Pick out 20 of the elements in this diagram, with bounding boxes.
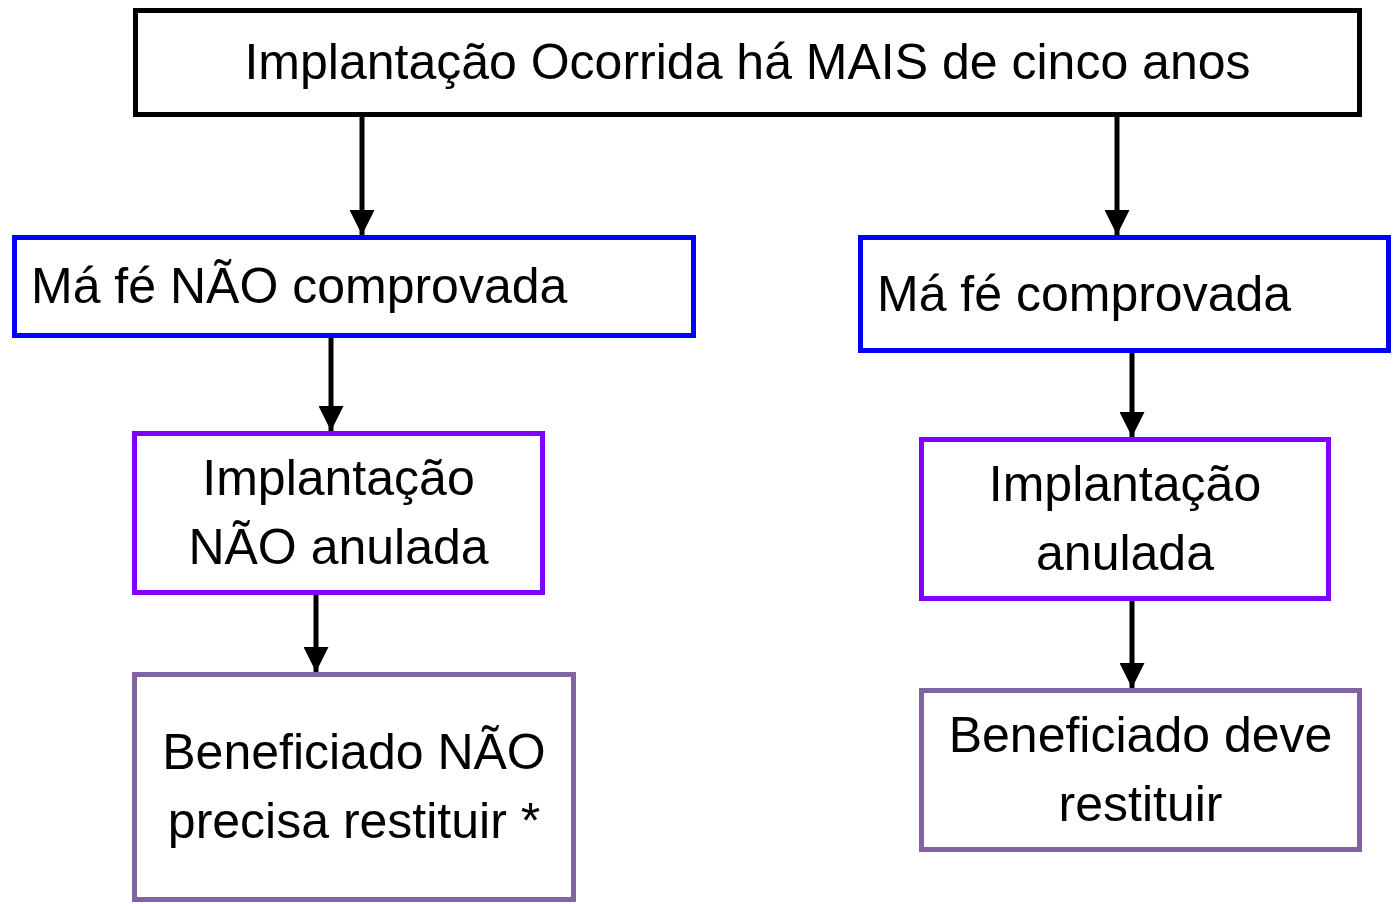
arrow xyxy=(349,117,375,235)
box-text: Má fé comprovada xyxy=(877,264,1292,324)
process-box xyxy=(132,672,576,902)
process-box xyxy=(858,235,1391,353)
arrow xyxy=(1119,353,1145,437)
box-text: Implantação anulada xyxy=(987,455,1263,583)
process-box xyxy=(132,431,545,595)
arrow xyxy=(318,338,344,431)
process-box xyxy=(133,8,1362,117)
box-text: Beneficiado deve restituir xyxy=(947,706,1334,834)
box-text: Beneficiado NÃO precisa restituir * xyxy=(161,723,547,851)
box-text: Implantação NÃO anulada xyxy=(187,449,490,577)
arrow xyxy=(1119,601,1145,688)
box-text: Má fé NÃO comprovada xyxy=(31,257,568,316)
process-box xyxy=(919,688,1362,852)
arrow xyxy=(303,595,329,672)
process-box xyxy=(12,235,696,338)
arrow xyxy=(1104,117,1130,235)
box-text: Implantação Ocorrida há MAIS de cinco anos xyxy=(244,33,1251,92)
process-box xyxy=(919,437,1331,601)
